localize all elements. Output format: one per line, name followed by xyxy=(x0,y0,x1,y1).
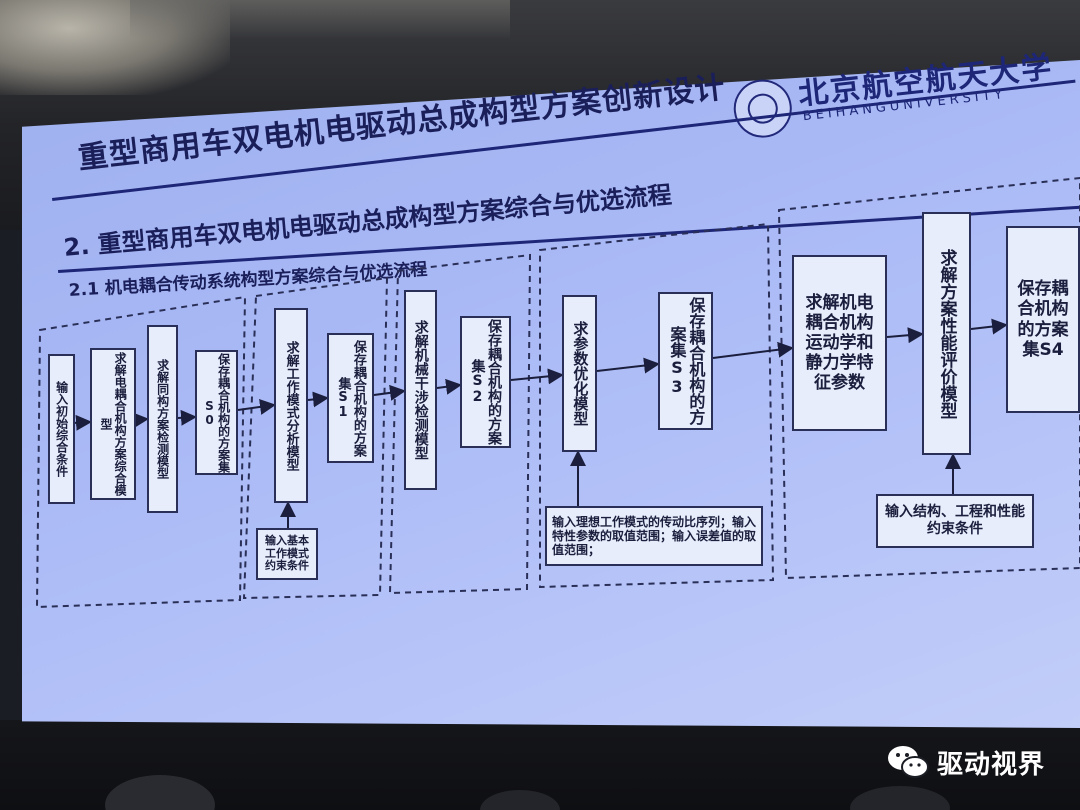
flow-box-synthesis-model: 求解电耦合机构方案综合模型 xyxy=(90,348,136,500)
arrow-4 xyxy=(237,399,276,415)
watermark-text: 驱动视界 xyxy=(937,749,1046,780)
arrow-7 xyxy=(436,378,462,395)
flow-box-isomorphism-check: 求解同构方案检测模型 xyxy=(147,325,178,513)
arrow-2 xyxy=(132,412,149,429)
ceiling-light-strip xyxy=(130,0,510,40)
stage-frame-4 xyxy=(539,222,775,589)
flow-box-input-initial: 输入初始综合条件 xyxy=(48,354,75,504)
arrow-11 xyxy=(886,327,924,344)
flow-box-kinematic-static-params: 求解机电耦合机构运动学和静力学特征参数 xyxy=(792,255,887,431)
flow-box-performance-evaluation: 求解方案性能评价模型 xyxy=(922,212,971,455)
flow-box-scheme-set-s0: 保存耦合机构的方案集S0 xyxy=(195,350,238,475)
flow-box-scheme-set-s2: 保存耦合机构的方案集S2 xyxy=(460,316,511,448)
stage-frame-1 xyxy=(35,295,247,609)
arrow-1 xyxy=(72,414,92,431)
audience-heads xyxy=(105,775,950,810)
arrow-9 xyxy=(596,357,660,374)
flow-box-interference-check: 求解机械干涉检测模型 xyxy=(404,290,437,490)
flow-box-ideal-mode-input: 输入理想工作模式的传动比序列；输入特性参数的取值范围；输入误差值的取值范围； xyxy=(545,506,763,566)
flow-box-constraints-input: 输入结构、工程和性能约束条件 xyxy=(876,494,1034,548)
stage-frame-5 xyxy=(777,176,1080,580)
wechat-icon xyxy=(887,743,929,781)
stage-frame-3 xyxy=(388,253,532,595)
stage-frame-2 xyxy=(242,276,389,600)
flow-box-basic-mode-input: 输入基本工作模式约束条件 xyxy=(256,528,318,580)
arrow-6 xyxy=(373,384,406,401)
flow-box-mode-analysis: 求解工作模式分析模型 xyxy=(274,308,308,503)
arrow-8 xyxy=(510,368,564,385)
arrow-10 xyxy=(712,341,794,359)
arrow-5 xyxy=(307,391,329,408)
flow-box-parameter-optimization: 求参数优化模型 xyxy=(562,295,597,452)
flow-box-scheme-set-s4: 保存耦合机构的方案集S4 xyxy=(1006,226,1080,413)
flow-box-scheme-set-s3: 保存耦合机构的方案集S3 xyxy=(658,292,713,430)
arrow-3 xyxy=(177,409,197,426)
watermark: 驱动视界 xyxy=(887,740,1045,784)
arrow-12 xyxy=(970,318,1008,335)
flow-box-scheme-set-s1: 保存耦合机构的方案集S1 xyxy=(327,333,374,463)
